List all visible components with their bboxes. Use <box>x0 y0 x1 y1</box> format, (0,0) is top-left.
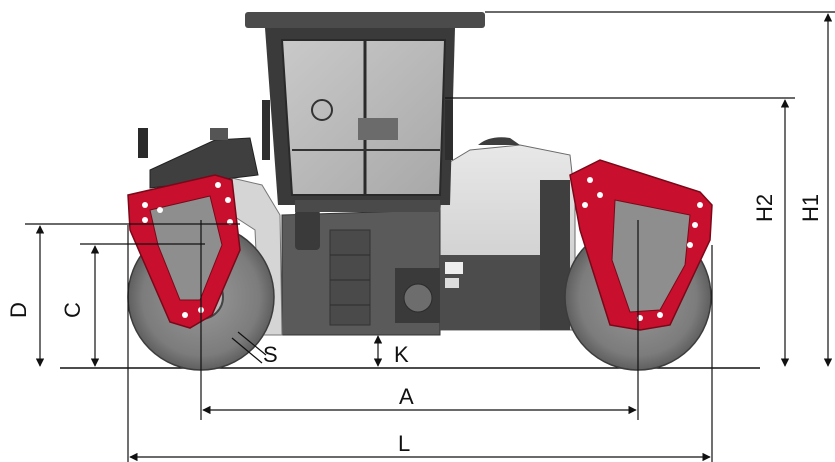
front-drum-frame <box>127 174 241 329</box>
label-k: K <box>394 342 409 367</box>
tandem-roller <box>127 12 713 371</box>
label-d: D <box>6 302 31 318</box>
label-c: C <box>60 302 85 318</box>
label-h1: H1 <box>798 194 823 222</box>
label-a: A <box>399 384 414 409</box>
label-h2: H2 <box>752 194 777 222</box>
s-mark-2 <box>237 331 267 356</box>
front-tank <box>149 137 259 189</box>
s-mark-1 <box>231 337 263 364</box>
rear-drum-frame <box>569 159 713 331</box>
label-s: S <box>263 342 278 367</box>
operator-cab <box>245 12 485 212</box>
label-l: L <box>398 431 410 456</box>
dimension-lines <box>25 11 835 462</box>
